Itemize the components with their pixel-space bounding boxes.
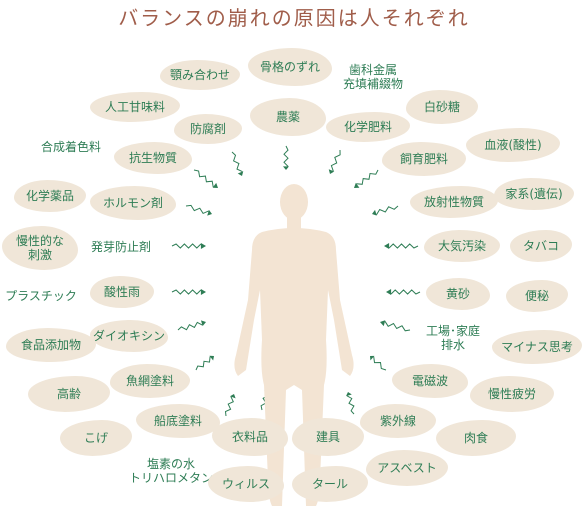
wavy-arrow [171,243,202,249]
wavy-arrow [388,243,419,249]
factor-virus: ウィルス [208,466,284,502]
factor-chemical-fertilizer: 化学肥料 [326,112,410,142]
arrow-head [384,243,390,249]
arrow-head [386,289,392,295]
factor-pesticide: 農薬 [250,98,326,136]
factor-artificial-sweetener: 人工甘味料 [90,92,180,122]
factor-antibiotics: 抗生物質 [114,142,192,174]
arrow-head [372,209,377,216]
factor-tar: タール [292,466,368,502]
wavy-arrow [195,356,211,371]
factor-white-sugar: 白砂糖 [406,90,478,124]
wavy-arrow [384,321,411,332]
wavy-arrow [171,289,202,295]
arrow-head [346,392,352,397]
factor-synthetic-coloring: 合成着色料 [40,139,101,154]
arrow-head [370,355,375,361]
factor-jaw-occlusion: 顎み合わせ [160,60,240,90]
factor-blood-acidic: 血液(酸性) [466,128,560,162]
factor-electromagnetic-waves: 電磁波 [392,364,468,398]
factor-burnt-food: こげ [60,420,132,456]
factor-sprout-inhibitor: 発芽防止剤 [90,239,151,254]
factor-chemical-drugs: 化学薬品 [14,180,86,212]
wavy-arrow [224,396,234,417]
factor-tobacco: タバコ [510,230,572,262]
factor-chronic-stimulation: 慢性的な 刺激 [2,226,78,270]
factor-fishing-net-paint: 魚網塗料 [110,364,190,398]
wavy-arrow [376,205,399,215]
factor-feed-fertilizer: 飼育肥料 [382,142,466,176]
factor-old-age: 高齢 [28,376,110,412]
wavy-arrow [373,356,387,371]
wavy-arrow [231,151,243,173]
arrow-head [209,355,214,361]
factor-acid-rain: 酸性雨 [90,276,154,308]
factor-meat-diet: 肉食 [436,420,516,456]
factor-dental-metal: 歯科金属 充填補綴物 [342,62,403,91]
arrow-head [200,243,206,249]
page-title: バランスの崩れの原因は人それぞれ [118,6,470,30]
wavy-arrow [346,395,355,415]
wavy-arrow [185,204,209,215]
arrow-head [380,320,386,327]
wavy-arrow [356,169,379,185]
wavy-arrow [193,169,214,187]
arrow-head [207,209,212,216]
factor-preservative: 防腐剤 [174,114,242,144]
factor-constipation: 便秘 [506,280,568,312]
factor-yellow-sand: 黄砂 [426,278,490,310]
wavy-arrow [177,321,203,331]
wavy-arrow [390,289,421,295]
arrow-head [200,289,206,295]
wavy-arrow [283,145,289,167]
arrow-head [328,169,335,174]
factor-hormone-agent: ホルモン剤 [90,186,176,220]
factor-ultraviolet-rays: 紫外線 [360,404,436,438]
factor-negative-thinking: マイナス思考 [492,330,582,364]
factor-radioactive-material: 放射性物質 [410,186,498,218]
arrow-head [237,171,244,176]
factor-skeletal-misalignment: 骨格のずれ [248,48,332,86]
arrow-head [229,394,236,399]
factor-asbestos: アスベスト [366,450,448,486]
arrow-head [354,182,360,188]
factor-heredity: 家系(遺伝) [494,178,574,210]
arrow-head [283,166,289,170]
factor-fittings: 建具 [292,418,364,456]
factor-ship-bottom-paint: 船底塗料 [136,404,220,438]
factor-food-additives: 食品添加物 [6,328,96,362]
human-body-silhouette [234,184,354,506]
factor-air-pollution: 大気汚染 [424,230,500,262]
wavy-arrow [330,149,341,172]
factor-dioxin: ダイオキシン [90,320,168,352]
factor-plastic: プラスチック [5,288,77,303]
factor-chronic-fatigue: 慢性疲労 [470,376,554,412]
arrow-head [200,320,206,327]
factor-clothing: 衣料品 [212,418,288,456]
factor-chlorinated-water-trihalomethane: 塩素の水 トリハロメタン [128,456,213,485]
arrow-head [212,182,218,188]
factor-industrial-household-drainage: 工場･家庭 排水 [425,323,480,352]
